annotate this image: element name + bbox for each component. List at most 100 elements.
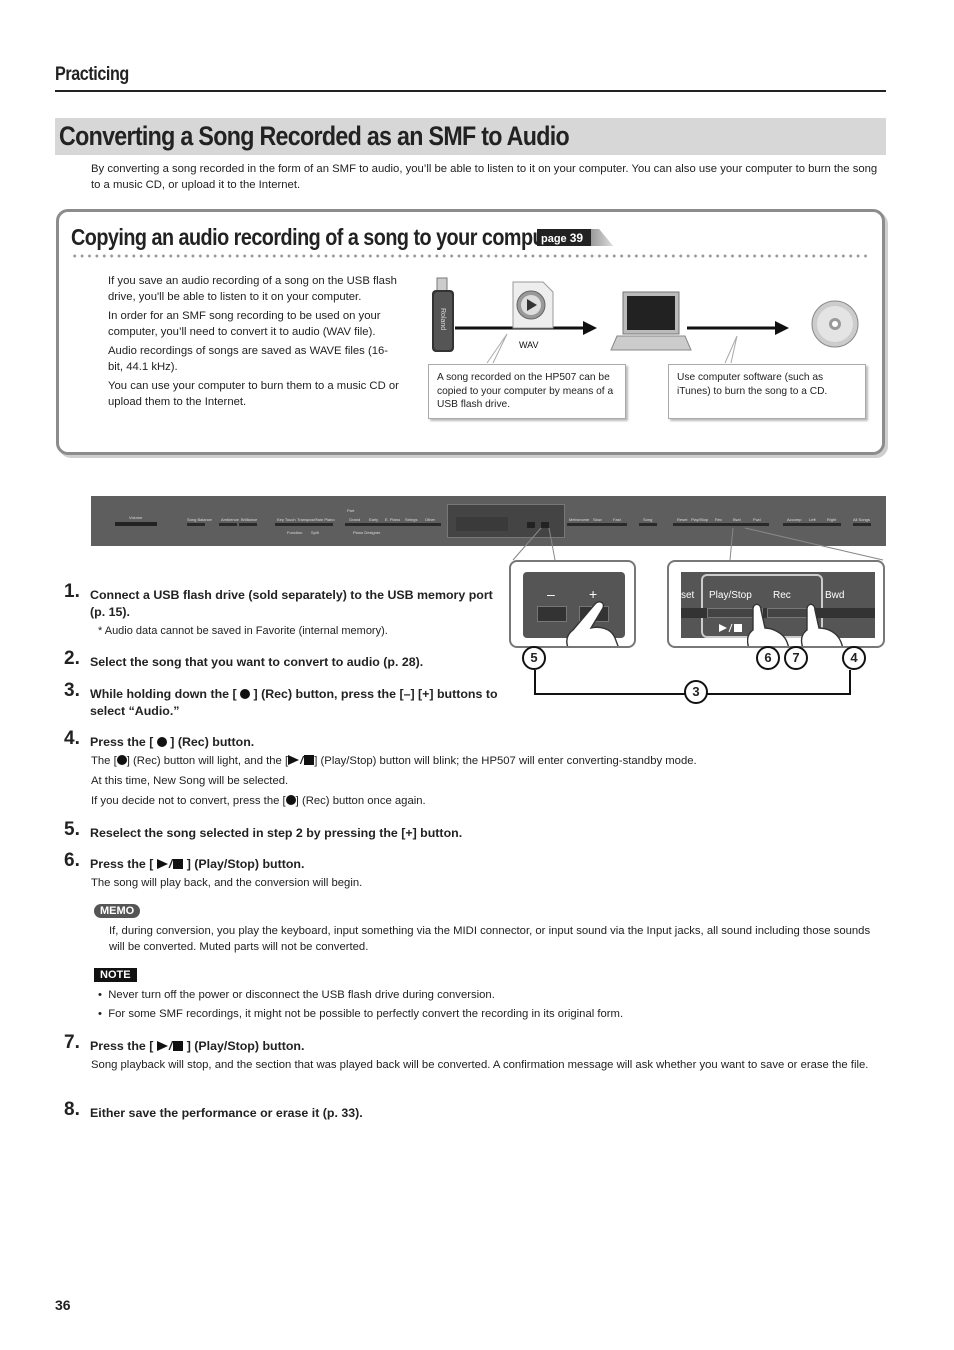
rec-dot-icon: [240, 689, 251, 699]
panel-button-group[interactable]: [345, 523, 441, 526]
page-number: 36: [55, 1297, 71, 1313]
play-icon: [288, 755, 300, 765]
panel-label: Left: [809, 517, 816, 522]
page-reference-arrow: [591, 229, 613, 246]
box-paragraph: If you save an audio recording of a song…: [108, 275, 397, 303]
step-text: Reselect the song selected in step 2 by …: [90, 826, 463, 840]
step-marker-7: 7: [784, 646, 808, 670]
transport-button-group[interactable]: [673, 523, 769, 526]
slash-icon: /: [168, 857, 173, 871]
zoom-edge-label-right: Bwd: [825, 590, 845, 601]
step-7-body: Song playback will stop, and the section…: [91, 1059, 869, 1071]
box-title: Copying an audio recording of a song to …: [71, 224, 568, 250]
callout-usb: A song recorded on the HP507 can be copi…: [428, 364, 626, 419]
two-fingers-icon: [747, 603, 844, 646]
panel-label: Volume: [129, 515, 143, 520]
panel-label: Twin Piano: [315, 517, 335, 522]
callout-tail: [486, 333, 508, 364]
intro-paragraph: By converting a song recorded in the for…: [91, 163, 878, 191]
bullet: •: [98, 989, 102, 1001]
part-button-group[interactable]: [783, 523, 841, 526]
step-number: 7.: [64, 1032, 80, 1053]
note-badge: NOTE: [94, 968, 137, 982]
step-marker-5: 5: [522, 646, 546, 670]
step-text: Connect a USB flash drive (sold separate…: [90, 588, 493, 619]
stop-icon: [173, 859, 184, 869]
play-icon: [156, 859, 168, 869]
rec-label: Rec: [773, 590, 791, 601]
step-4-body-3: If you decide not to convert, press the …: [91, 794, 426, 810]
step-text-post: ] (Rec) button, press the [–] [+] button…: [90, 687, 498, 718]
finger-icon: [566, 601, 619, 646]
step-4-body-2: At this time, New Song will be selected.: [91, 775, 289, 787]
callout-tail: [724, 335, 738, 364]
panel-label: Slow: [593, 517, 602, 522]
laptop-icon: [610, 291, 692, 351]
panel-label: Right: [827, 517, 837, 522]
panel-label: Key Touch: [277, 517, 296, 522]
step-marker-4: 4: [842, 646, 866, 670]
page-ref-label: page: [541, 233, 567, 245]
panel-label: Other: [425, 517, 436, 522]
wav-file-icon: [512, 281, 554, 329]
section-header: Practicing: [55, 64, 886, 92]
minus-button[interactable]: [527, 522, 535, 528]
plus-label: +: [589, 586, 598, 602]
slash-icon: /: [300, 755, 304, 767]
song-button[interactable]: [639, 523, 657, 526]
page-reference[interactable]: page 39: [537, 226, 613, 248]
panel-button[interactable]: [239, 523, 257, 526]
panel-label: E. Piano: [385, 517, 401, 522]
stop-icon: [304, 755, 315, 765]
play-stop-button-zoom[interactable]: [707, 608, 763, 618]
panel-label: Split: [311, 530, 319, 535]
panel-button-group[interactable]: [567, 523, 627, 526]
body-text: The [: [91, 755, 117, 767]
memo-text: If, during conversion, you play the keyb…: [109, 925, 871, 953]
cd-icon: [811, 300, 859, 348]
panel-display: [447, 504, 565, 538]
control-panel: Volume Song Balance Ambience Brilliance …: [91, 496, 886, 546]
panel-label: Song: [643, 517, 653, 522]
dotted-divider: [71, 254, 871, 258]
step-text-pre: While holding down the [: [90, 687, 237, 701]
panel-label: Strings: [405, 517, 418, 522]
memo-badge: MEMO: [94, 904, 141, 918]
step-text-pre: Press the [: [90, 735, 154, 749]
panel-label: Rec: [715, 517, 723, 522]
body-text: ] (Rec) button once again.: [295, 795, 426, 807]
transfer-illustration: Roland WAV: [432, 277, 859, 364]
panel-label: Reset: [677, 517, 688, 522]
step-text-post: ] (Play/Stop) button.: [186, 1039, 305, 1053]
body-text: If you decide not to convert, press the …: [91, 795, 286, 807]
box-paragraph: Audio recordings of songs are saved as W…: [108, 345, 389, 373]
step-number: 5.: [64, 819, 80, 840]
stop-icon: [173, 1041, 184, 1051]
plus-button[interactable]: [541, 522, 549, 528]
body-text: ] (Rec) button will light, and the [: [126, 755, 289, 767]
all-songs-button[interactable]: [853, 523, 871, 526]
minus-button-zoom[interactable]: [537, 606, 567, 622]
panel-label: Function: [287, 530, 303, 535]
body-text: ] (Play/Stop) button will blink; the HP5…: [314, 755, 697, 767]
arrow-head: [583, 321, 597, 335]
step-4-body-1: The [ ] (Rec) button will light, and the …: [91, 754, 697, 770]
play-stop-label: Play/Stop: [709, 590, 752, 601]
panel-button[interactable]: [187, 523, 205, 526]
slash-icon: /: [168, 1039, 173, 1053]
step-number: 8.: [64, 1099, 80, 1120]
zoom-transport: set Play/Stop Rec Bwd: [667, 560, 885, 648]
panel-label: Metronome: [569, 517, 590, 522]
panel-label: Part: [347, 508, 355, 513]
panel-label: Fwd: [753, 517, 761, 522]
step-6-body: The song will play back, and the convers…: [91, 877, 363, 889]
panel-button[interactable]: [219, 523, 237, 526]
page-title-bar: Converting a Song Recorded as an SMF to …: [55, 118, 886, 155]
note-text: Never turn off the power or disconnect t…: [108, 989, 495, 1001]
volume-slider[interactable]: [115, 522, 157, 526]
panel-label: Song Balance: [187, 517, 212, 522]
zoom-edge-label-left: set: [681, 590, 695, 601]
step-number: 4.: [64, 728, 80, 749]
step-text-pre: Press the [: [90, 857, 154, 871]
panel-button-group[interactable]: [275, 523, 333, 526]
